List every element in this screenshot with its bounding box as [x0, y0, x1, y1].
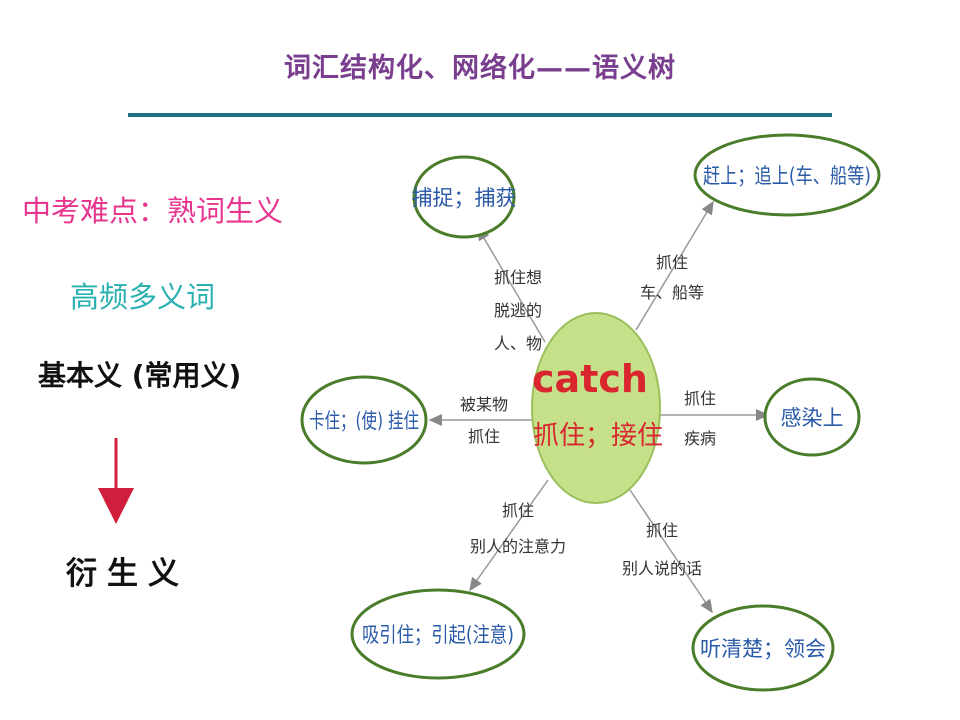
- basic-meaning-label: 基本义 (常用义): [38, 359, 242, 392]
- edge-label-top-right-2: 车、船等: [640, 283, 704, 302]
- node-top-left-text: 捕捉；捕获: [412, 186, 517, 210]
- edge-label-left-1: 被某物: [460, 395, 508, 414]
- edge-label-bottom-left-2: 别人的注意力: [470, 537, 566, 556]
- edge-line-top-right: [635, 200, 714, 331]
- node-top-right: [693, 133, 881, 217]
- edge-label-top-right-1: 抓住: [656, 253, 688, 272]
- node-right-text: 感染上: [781, 406, 844, 430]
- node-left-text: 卡住；(使) 挂住: [309, 409, 419, 433]
- derived-meaning-label: 衍生义: [66, 556, 189, 592]
- edge-label-bottom-left-1: 抓住: [502, 501, 534, 520]
- node-bottom-left-text: 吸引住；引起(注意): [362, 623, 514, 647]
- edge-line-bottom-right: [629, 489, 713, 614]
- edge-label-top-left-1: 抓住想: [494, 268, 542, 287]
- edge-label-right-1: 抓住: [684, 389, 716, 408]
- node-top-right-text: 赶上；追上(车、船等): [703, 164, 871, 188]
- node-left: [300, 375, 428, 465]
- node-top-left: [412, 155, 516, 239]
- edge-label-bottom-right-1: 抓住: [646, 521, 678, 540]
- title-divider: [128, 113, 832, 117]
- edge-label-left-2: 抓住: [468, 427, 500, 446]
- edge-label-right-2: 疾病: [684, 429, 716, 448]
- edge-label-bottom-right-2: 别人说的话: [622, 559, 702, 578]
- center-meaning: 抓住；接住: [533, 421, 663, 451]
- center-word: catch: [532, 357, 648, 401]
- node-bottom-left: [350, 588, 526, 680]
- edge-label-top-left-3: 人、物: [494, 334, 542, 353]
- polysemy-label: 高频多义词: [70, 280, 216, 314]
- edge-line-bottom-left: [469, 479, 549, 592]
- node-bottom-right: [691, 604, 835, 692]
- page-title: 词汇结构化、网络化——语义树: [284, 53, 676, 84]
- node-bottom-right-text: 听清楚；领会: [700, 637, 826, 661]
- edge-label-top-left-2: 脱逃的: [494, 301, 542, 320]
- node-right: [763, 377, 861, 457]
- edge-line-top-left: [477, 226, 546, 343]
- center-node: [531, 312, 661, 504]
- exam-difficulty-label: 中考难点：熟词生义: [22, 194, 284, 228]
